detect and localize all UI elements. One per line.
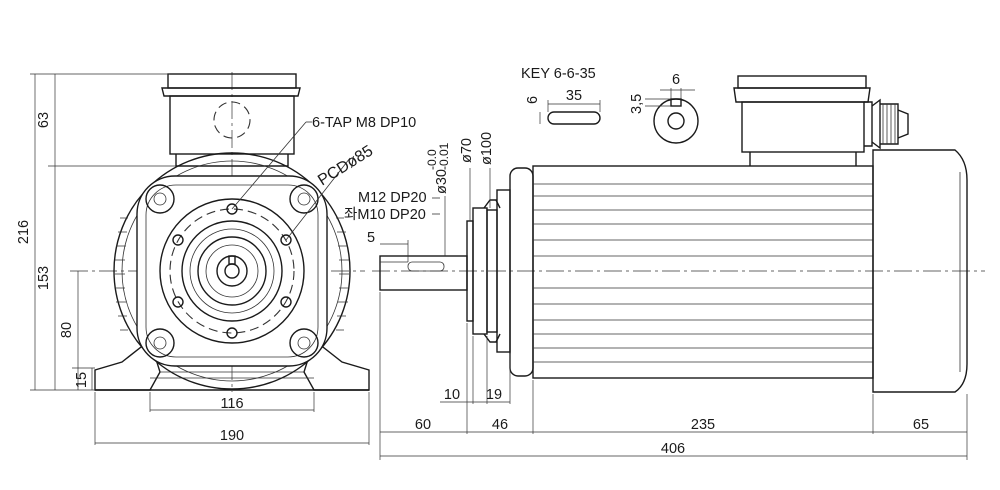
motor-body-side — [509, 149, 968, 393]
key-title: KEY 6-6-35 — [521, 66, 596, 82]
dim-190: 190 — [220, 428, 244, 444]
thread-note-1: M12 DP20 — [358, 190, 427, 206]
dim-235: 235 — [691, 417, 715, 433]
dim-5: 5 — [367, 230, 375, 246]
terminal-box-side — [733, 75, 909, 166]
dim-46: 46 — [492, 417, 508, 433]
pcd-note: PCDø85 — [315, 142, 376, 189]
thread-note-2: 좌M10 DP20 — [344, 206, 426, 223]
key-height: 6 — [525, 96, 541, 104]
dim-10: 10 — [444, 387, 460, 403]
motor-housing-front — [113, 152, 351, 390]
front-dimensions — [30, 73, 370, 445]
dim-60: 60 — [415, 417, 431, 433]
spigot-diameter: ø70 — [459, 138, 475, 163]
side-view — [372, 75, 985, 460]
dim-80: 80 — [59, 322, 75, 338]
keyway-depth: 3,5 — [629, 94, 645, 114]
shaft-diameter: ø30 — [434, 169, 450, 194]
front-view — [30, 72, 370, 445]
terminal-box-front — [161, 73, 301, 167]
output-shaft — [379, 255, 468, 291]
dim-153: 153 — [36, 266, 52, 290]
dim-406: 406 — [661, 441, 685, 457]
key-detail — [539, 88, 699, 144]
side-dimensions — [379, 168, 968, 460]
shaft-tolerance-upper: -0.0 — [425, 149, 439, 170]
flange-diameter: ø100 — [479, 132, 495, 165]
dim-15: 15 — [74, 372, 90, 388]
dim-19: 19 — [486, 387, 502, 403]
dim-116: 116 — [220, 396, 243, 412]
dim-65: 65 — [913, 417, 929, 433]
keyway-width: 6 — [672, 72, 680, 88]
dim-63: 63 — [36, 112, 52, 128]
shaft-tolerance-lower: -0.01 — [437, 142, 451, 170]
key-length: 35 — [566, 88, 582, 104]
tap-note: 6-TAP M8 DP10 — [312, 115, 416, 131]
dim-216: 216 — [16, 220, 32, 244]
